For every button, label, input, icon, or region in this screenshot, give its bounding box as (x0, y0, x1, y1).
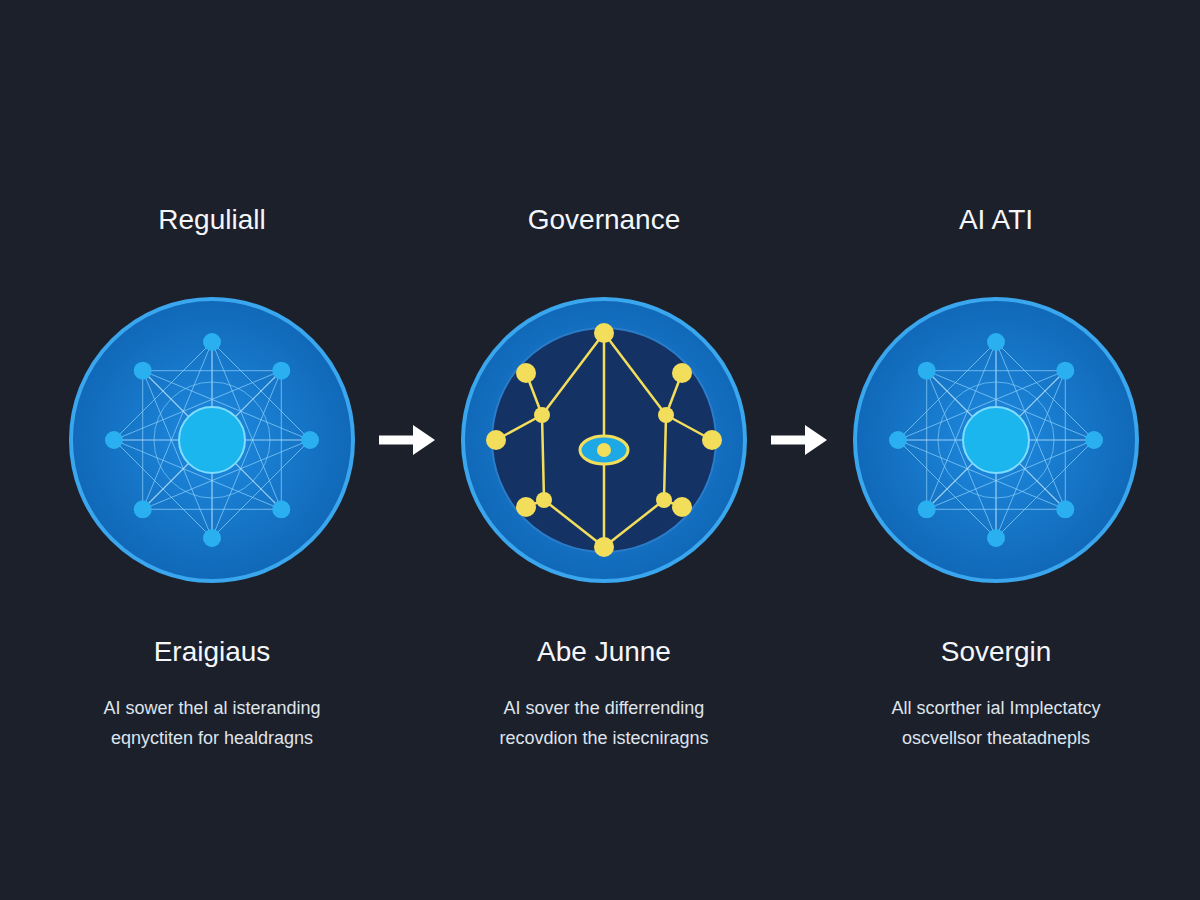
stage-heading: AI ATI (959, 200, 1033, 240)
circle-stage: AI ATI SoverginAll scorther ial Implectat… (851, 200, 1141, 753)
circle-shape (67, 295, 357, 585)
stage-heading: Reguliall (158, 200, 265, 240)
circle-outline (459, 295, 749, 585)
stage-subtitle: Eraigiaus (154, 632, 271, 672)
stage-subtitle: Abe Junne (537, 632, 671, 672)
circle-stage: GovernanceAbe Junne AI sover the differre… (459, 200, 749, 753)
flow-arrow (379, 436, 417, 445)
circle-outline (67, 295, 357, 585)
flow-arrow (771, 436, 809, 445)
circle-shape (459, 295, 749, 585)
circle-shape (851, 295, 1141, 585)
circle-stage: ReguliallEraigiaus AI sower theI al ister… (67, 200, 357, 753)
stage-description: AI sower theI al isteranding eqnyctiten … (72, 693, 352, 753)
circle-outline (851, 295, 1141, 585)
stage-heading: Governance (528, 200, 681, 240)
stage-description: AI sover the differrending recovdion the… (464, 693, 744, 753)
stage-description: All scorther ial Implectatcy oscvellsor … (856, 693, 1136, 753)
stage-subtitle: Sovergin (941, 632, 1052, 672)
